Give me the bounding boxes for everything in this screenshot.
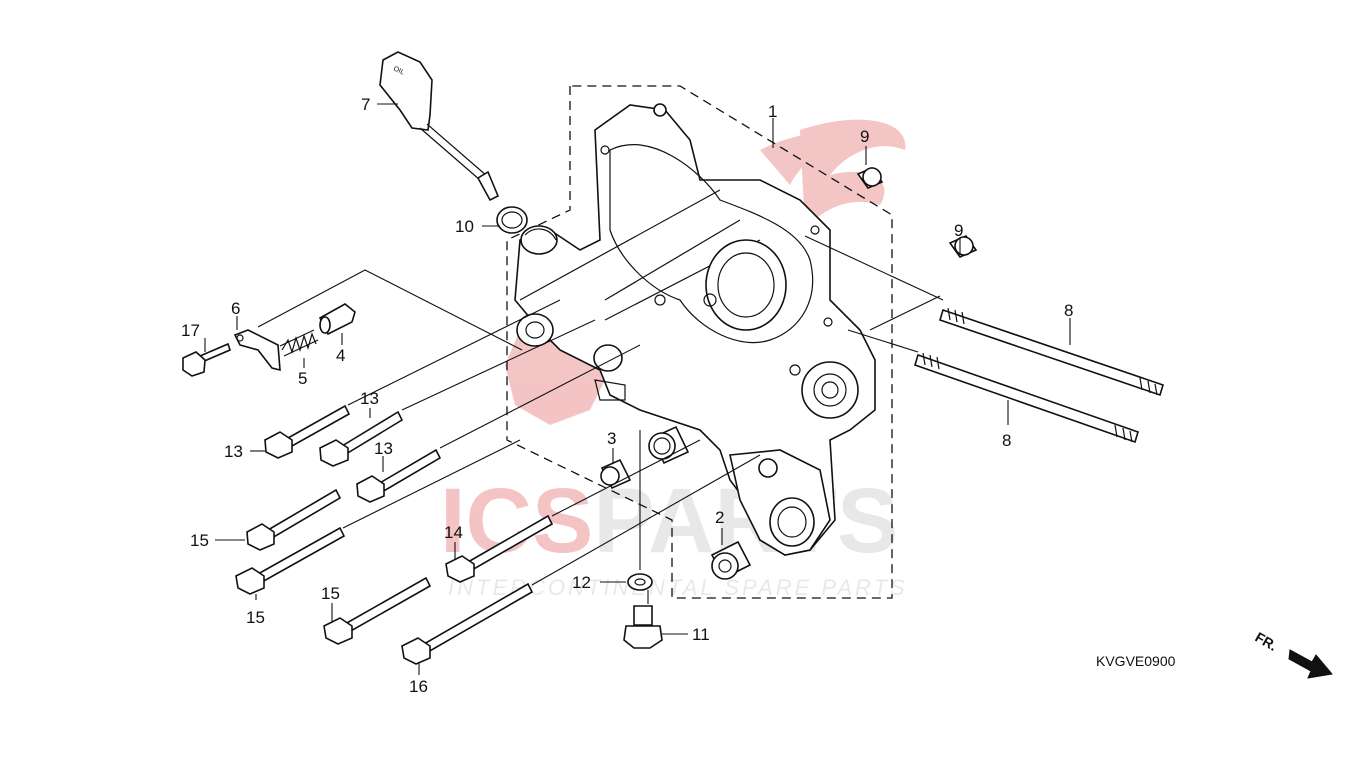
callout-11: 11 <box>692 625 710 644</box>
callouts: 1 2 3 4 5 6 7 8 8 9 9 10 11 12 13 13 13 … <box>181 95 1073 696</box>
callout-15-b: 15 <box>246 608 265 627</box>
part-10-o-ring-inner <box>501 211 523 229</box>
watermark-wing-logo <box>760 119 906 230</box>
callout-9-lower: 9 <box>954 221 963 240</box>
front-direction-indicator: FR. <box>1253 629 1333 679</box>
part-6-bracket <box>233 329 281 372</box>
callout-5: 5 <box>298 369 307 388</box>
part-15-bolt-a <box>246 488 342 551</box>
callout-14: 14 <box>444 523 463 542</box>
part-11-drain-bolt <box>623 605 663 649</box>
part-14-bolt <box>445 514 554 583</box>
front-arrow-icon <box>1288 649 1333 679</box>
part-16-bolt <box>401 582 534 665</box>
part-7-oil-dipstick: OIL <box>379 51 500 202</box>
part-13-bolt-c <box>356 448 442 503</box>
part-8-stud-lower <box>914 352 1139 444</box>
assembly-boundary <box>506 85 893 599</box>
callout-16: 16 <box>409 677 428 696</box>
callout-6: 6 <box>231 299 240 318</box>
callout-2: 2 <box>715 508 724 527</box>
callout-10: 10 <box>455 217 474 236</box>
callout-13-b: 13 <box>224 442 243 461</box>
callout-8-lower: 8 <box>1002 431 1011 450</box>
callout-15-a: 15 <box>190 531 209 550</box>
drawing-code: KVGVE0900 <box>1096 653 1176 669</box>
leader-lines <box>204 103 1071 675</box>
callout-1: 1 <box>768 102 777 121</box>
crankcase-cover <box>514 103 876 556</box>
callout-4: 4 <box>336 346 345 365</box>
part-12-washer <box>627 573 653 591</box>
part-4-clip <box>318 303 356 336</box>
callout-8-upper: 8 <box>1064 301 1073 320</box>
part-13-bolt-a <box>264 404 351 459</box>
part-15-bolt-b <box>235 526 346 595</box>
part-3-dowel-pins <box>600 425 690 490</box>
callout-13-a: 13 <box>360 389 379 408</box>
part-17-bolt <box>182 342 231 377</box>
callout-13-c: 13 <box>374 439 393 458</box>
callout-7: 7 <box>361 95 370 114</box>
callout-9-upper: 9 <box>860 127 869 146</box>
part-9-collar-lower <box>948 235 978 258</box>
callout-17: 17 <box>181 321 200 340</box>
dipstick-label: OIL <box>392 65 405 76</box>
callout-12: 12 <box>572 573 591 592</box>
part-9-collar-upper <box>856 167 884 189</box>
part-5-spring <box>279 329 319 357</box>
callout-15-c: 15 <box>321 584 340 603</box>
part-12-washer-hole <box>634 578 646 586</box>
part-10-o-ring <box>496 206 528 234</box>
part-13-bolt-b <box>319 410 404 467</box>
part-8-stud-upper <box>939 307 1164 397</box>
watermark-brand-first: ICS <box>440 470 593 572</box>
part-15-bolt-c <box>323 576 432 645</box>
callout-3: 3 <box>607 429 616 448</box>
front-label: FR. <box>1253 629 1281 654</box>
part-2-rubber-bush <box>710 540 752 580</box>
